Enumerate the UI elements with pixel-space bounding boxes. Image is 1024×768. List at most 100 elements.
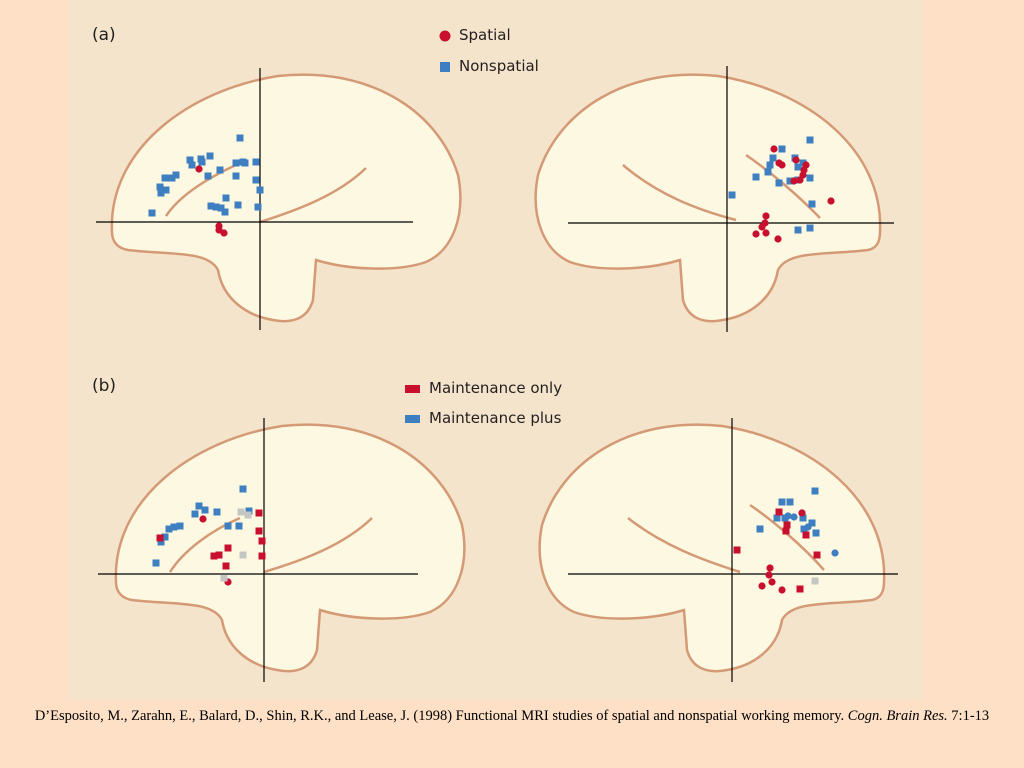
maintenance-only-marker	[156, 534, 164, 542]
sulcus-line	[745, 153, 821, 219]
maintenance-plus-marker	[235, 522, 243, 530]
nonspatial-marker	[806, 136, 814, 144]
maintenance-only-marker	[258, 552, 266, 560]
sulcus-line	[259, 167, 367, 224]
sulcus-line	[164, 163, 237, 217]
nonspatial-marker	[234, 201, 242, 209]
maintenance-only-marker	[758, 582, 766, 590]
spatial-marker	[195, 165, 203, 173]
spatial-marker	[758, 223, 766, 231]
nonspatial-marker	[256, 186, 264, 194]
figure-panel: (a) Spatial Nonspatial (b) Maintenance o…	[68, 0, 922, 700]
nonspatial-marker	[252, 176, 260, 184]
maintenance-plus-marker	[161, 533, 169, 541]
panel-a-diagram	[96, 66, 894, 332]
maintenance-only-marker	[813, 551, 821, 559]
maintenance-only-marker	[210, 552, 218, 560]
maintenance-only-marker	[733, 546, 741, 554]
legend-label-spatial: Spatial	[459, 26, 511, 44]
sulcus-line	[627, 517, 741, 574]
maintenance-plus-marker	[799, 514, 807, 522]
nonspatial-marker	[752, 173, 760, 181]
nonspatial-marker	[232, 159, 240, 167]
brain-diagram	[96, 30, 898, 682]
maintenance-only-marker	[215, 551, 223, 559]
nonspatial-marker	[216, 166, 224, 174]
other-marker	[239, 551, 247, 559]
maintenance-only-marker	[775, 508, 783, 516]
spatial-marker	[778, 161, 786, 169]
volume-pages: 7:1-13	[951, 708, 990, 724]
panel-a-left-hemisphere	[96, 68, 462, 330]
nonspatial-marker	[148, 209, 156, 217]
maintenance-only-marker	[766, 564, 774, 572]
sulcus-line	[168, 516, 241, 573]
nonspatial-marker	[241, 159, 249, 167]
spatial-marker	[792, 156, 800, 164]
spatial-marker	[770, 145, 778, 153]
maintenance-only-marker	[778, 586, 786, 594]
nonspatial-marker	[794, 163, 802, 171]
nonspatial-marker	[156, 183, 164, 191]
maintenance-plus-marker	[784, 512, 792, 520]
maintenance-only-marker	[768, 578, 776, 586]
maintenance-only-marker	[765, 571, 773, 579]
maintenance-plus-marker	[781, 514, 789, 522]
maintenance-plus-marker	[778, 498, 786, 506]
brain-outline	[538, 423, 886, 673]
sulcus-line	[263, 517, 373, 574]
nonspatial-marker	[186, 156, 194, 164]
legend-marker-maintenance-plus	[405, 415, 420, 423]
maintenance-only-marker	[782, 527, 790, 535]
maintenance-only-marker	[802, 531, 810, 539]
spatial-marker	[762, 229, 770, 237]
citation-caption: D’Esposito, M., Zarahn, E., Balard, D., …	[0, 707, 1024, 726]
maintenance-plus-marker	[831, 549, 839, 557]
maintenance-only-marker	[796, 585, 804, 593]
panel-a-right-hemisphere	[534, 66, 894, 332]
maintenance-only-marker	[222, 562, 230, 570]
maintenance-plus-marker	[157, 538, 165, 546]
legend-label-maintenance-only: Maintenance only	[429, 379, 563, 397]
maintenance-only-marker	[783, 521, 791, 529]
maintenance-plus-marker	[176, 522, 184, 530]
maintenance-plus-marker	[165, 525, 173, 533]
maintenance-only-marker	[255, 527, 263, 535]
maintenance-plus-marker	[773, 514, 781, 522]
spatial-marker	[790, 177, 798, 185]
nonspatial-marker	[252, 158, 260, 166]
maintenance-plus-marker	[213, 508, 221, 516]
nonspatial-marker	[799, 159, 807, 167]
other-marker	[244, 511, 252, 519]
nonspatial-marker	[222, 194, 230, 202]
nonspatial-marker	[766, 161, 774, 169]
nonspatial-marker	[786, 177, 794, 185]
nonspatial-marker	[157, 189, 165, 197]
legend-marker-maintenance-only	[405, 385, 420, 393]
spatial-marker	[220, 229, 228, 237]
nonspatial-marker	[254, 203, 262, 211]
maintenance-plus-marker	[804, 523, 812, 531]
nonspatial-marker	[778, 145, 786, 153]
maintenance-plus-marker	[800, 525, 808, 533]
nonspatial-marker	[217, 204, 225, 212]
brain-outline	[114, 423, 466, 673]
maintenance-plus-marker	[195, 502, 203, 510]
maintenance-only-marker	[798, 509, 806, 517]
nonspatial-marker	[764, 168, 772, 176]
nonspatial-marker	[188, 161, 196, 169]
brain-outline	[110, 73, 462, 323]
maintenance-only-marker	[224, 544, 232, 552]
spatial-marker	[762, 212, 770, 220]
panel-b-left-hemisphere	[98, 418, 466, 682]
nonspatial-marker	[236, 134, 244, 142]
maintenance-only-marker	[255, 509, 263, 517]
nonspatial-marker	[806, 174, 814, 182]
nonspatial-marker	[161, 174, 169, 182]
nonspatial-marker	[728, 191, 736, 199]
maintenance-plus-marker	[756, 525, 764, 533]
legend-label-maintenance-plus: Maintenance plus	[429, 409, 562, 427]
maintenance-plus-marker	[191, 510, 199, 518]
activation-markers	[148, 134, 839, 594]
maintenance-plus-marker	[812, 529, 820, 537]
